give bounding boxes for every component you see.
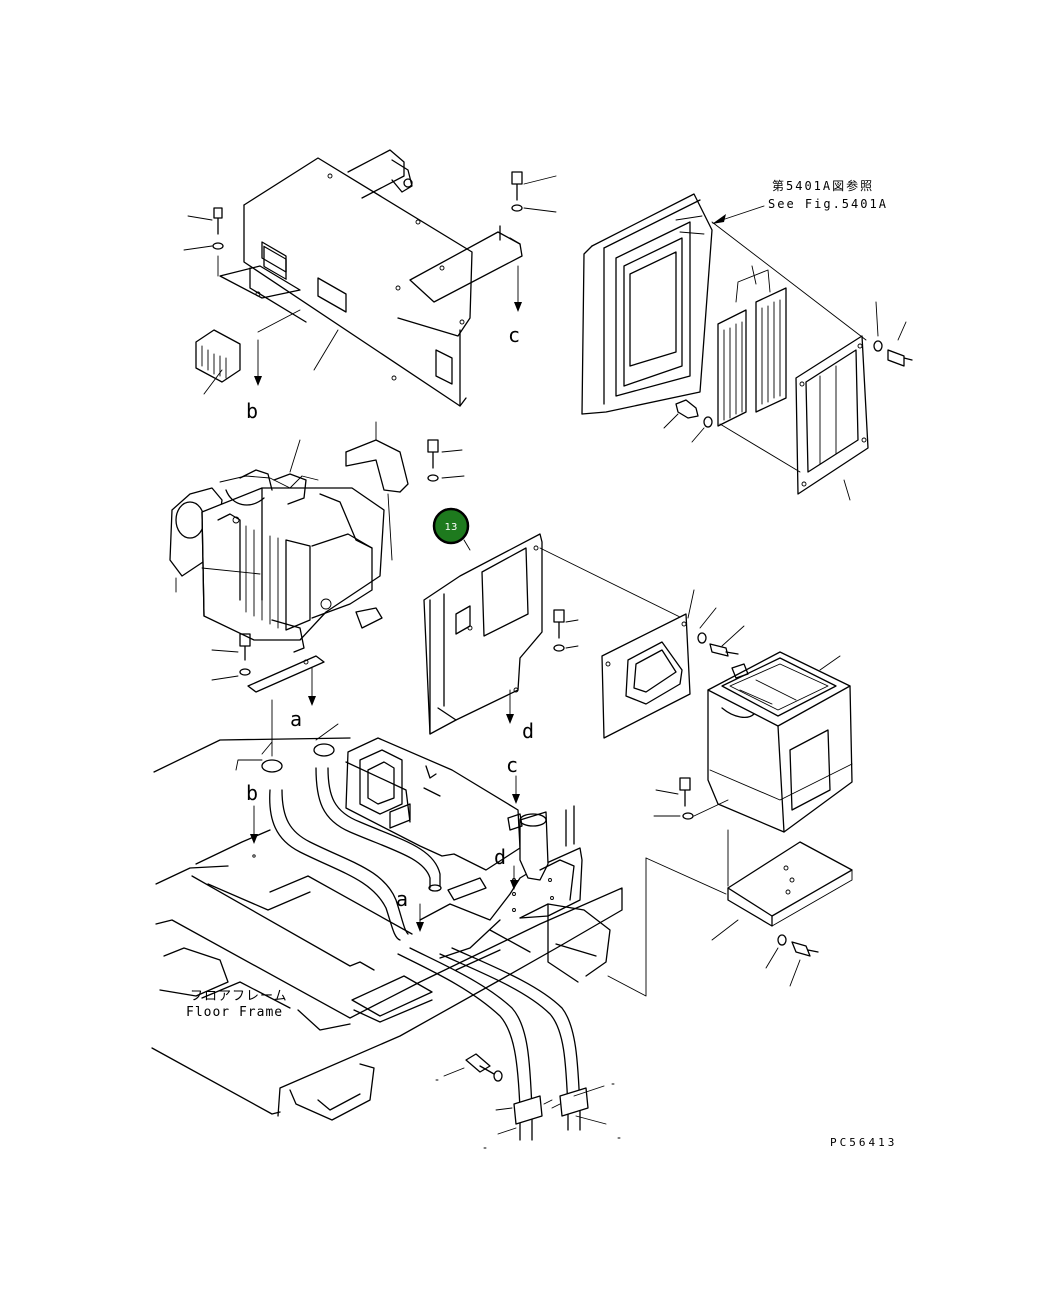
- callout-13-circle[interactable]: [432, 507, 470, 545]
- top-cover-panel: [183, 149, 557, 407]
- connection-label-c-lower: c: [506, 753, 518, 777]
- connection-label-a-lower: a: [396, 887, 408, 911]
- reference-label-jp: 第5401A図参照: [772, 178, 874, 193]
- callout-13-number: 13: [445, 522, 458, 533]
- connection-label-d-upper: d: [522, 719, 534, 743]
- filter-box-assembly: [601, 589, 853, 997]
- duct-plate-assembly: [345, 421, 687, 735]
- floor-frame-label-en: Floor Frame: [186, 1005, 283, 1020]
- connection-label-b-lower: b: [246, 781, 258, 805]
- connection-label-d-lower: d: [494, 845, 506, 869]
- floor-frame-label-jp: フロアフレーム: [190, 989, 288, 1004]
- drawing-code: PC56413: [830, 1136, 897, 1149]
- connection-label-b-upper: b: [246, 399, 258, 423]
- floor-frame: [151, 723, 623, 1149]
- connection-label-a-upper: a: [290, 707, 302, 731]
- filter-housing-assembly: [581, 193, 913, 501]
- callout-13[interactable]: 13: [432, 507, 470, 545]
- air-conditioner-unit: [169, 439, 385, 757]
- connection-label-c-upper: c: [508, 323, 520, 347]
- reference-label-en: See Fig.5401A: [768, 197, 888, 211]
